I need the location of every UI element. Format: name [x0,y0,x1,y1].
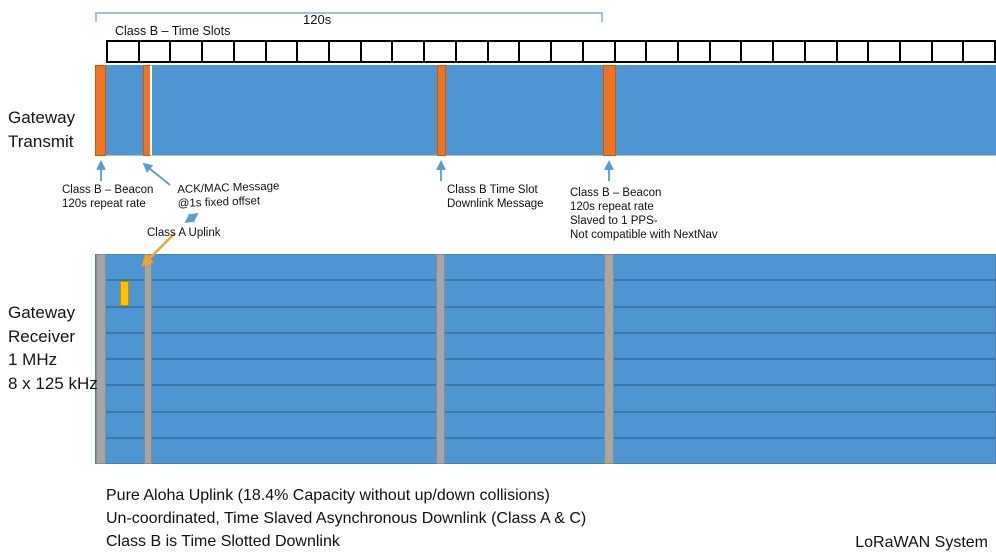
time-slot-cell [393,42,426,61]
ack-mac-arrow [142,162,171,186]
beacon-period-label: 120s [303,12,332,27]
time-slot-cell [711,42,743,61]
system-title: LoRaWAN System [855,534,988,551]
gateway-transmit-bar [95,65,996,156]
class-b-beacon-bar-1 [95,65,106,156]
time-slot-cell [584,42,616,61]
annotation-timeslot-downlink: Class B Time Slot Downlink Message [447,184,544,210]
gateway-transmit-label: Gateway Transmit [8,108,76,151]
time-slot-cell [108,42,140,61]
ack-mac-message-bar [143,65,152,156]
receiver-channel-row [96,439,995,463]
annotation-beacon-left: Class B – Beacon 120s repeat rate [62,184,154,210]
class-a-uplink-burst [120,281,129,306]
time-slot-cell [933,42,965,61]
time-slot-cell [457,42,489,61]
gateway-receiver-block [95,254,996,464]
receiver-busy-bar-1 [96,254,106,464]
time-slot-cell [267,42,299,61]
class-b-timeslot-downlink-bar [437,65,446,156]
receiver-busy-bar-3 [436,254,445,464]
footer-notes: Pure Aloha Uplink (18.4% Capacity withou… [106,487,587,550]
receiver-channel-row [96,360,995,387]
annotation-class-a-uplink: Class A Uplink [147,227,221,239]
receiver-channel-row [96,334,995,360]
time-slot-cell [520,42,553,61]
class-b-beacon-bar-2 [603,65,616,156]
time-slot-cell [330,42,362,61]
class-b-time-slot-grid [106,40,996,63]
receiver-channel-row [96,413,995,439]
annotation-ack-mac: ACK/MAC Message @1s fixed offset [177,180,280,210]
time-slot-cell [774,42,806,61]
time-slot-cell [552,42,584,61]
time-slot-cell [964,42,994,61]
receiver-channel-row [96,281,995,308]
receiver-busy-bar-4 [604,254,614,464]
time-slot-cell [203,42,235,61]
time-slot-cell [679,42,711,61]
time-slot-cell [616,42,648,61]
time-slot-cell [806,42,838,61]
time-slot-cell [425,42,457,61]
fixed-offset-double-arrow [184,212,199,224]
beacon-period-bracket [95,12,603,22]
receiver-busy-bar-2 [144,254,152,464]
time-slot-cell [298,42,331,61]
class-b-time-slots-label: Class B – Time Slots [115,24,231,38]
time-slot-cell [235,42,267,61]
receiver-channel-row [96,308,995,334]
receiver-channel-row [96,255,995,282]
gateway-receiver-label: Gateway Receiver 1 MHz 8 x 125 kHz [8,303,98,393]
time-slot-cell [489,42,521,61]
time-slot-cell [171,42,204,61]
receiver-channel-row [96,386,995,413]
time-slot-cell [742,42,775,61]
time-slot-cell [901,42,933,61]
time-slot-cell [140,42,172,61]
time-slot-cell [869,42,901,61]
time-slot-cell [362,42,394,61]
time-slot-cell [838,42,870,61]
time-slot-cell [647,42,679,61]
annotation-beacon-right: Class B – Beacon 120s repeat rate Slaved… [570,187,718,241]
